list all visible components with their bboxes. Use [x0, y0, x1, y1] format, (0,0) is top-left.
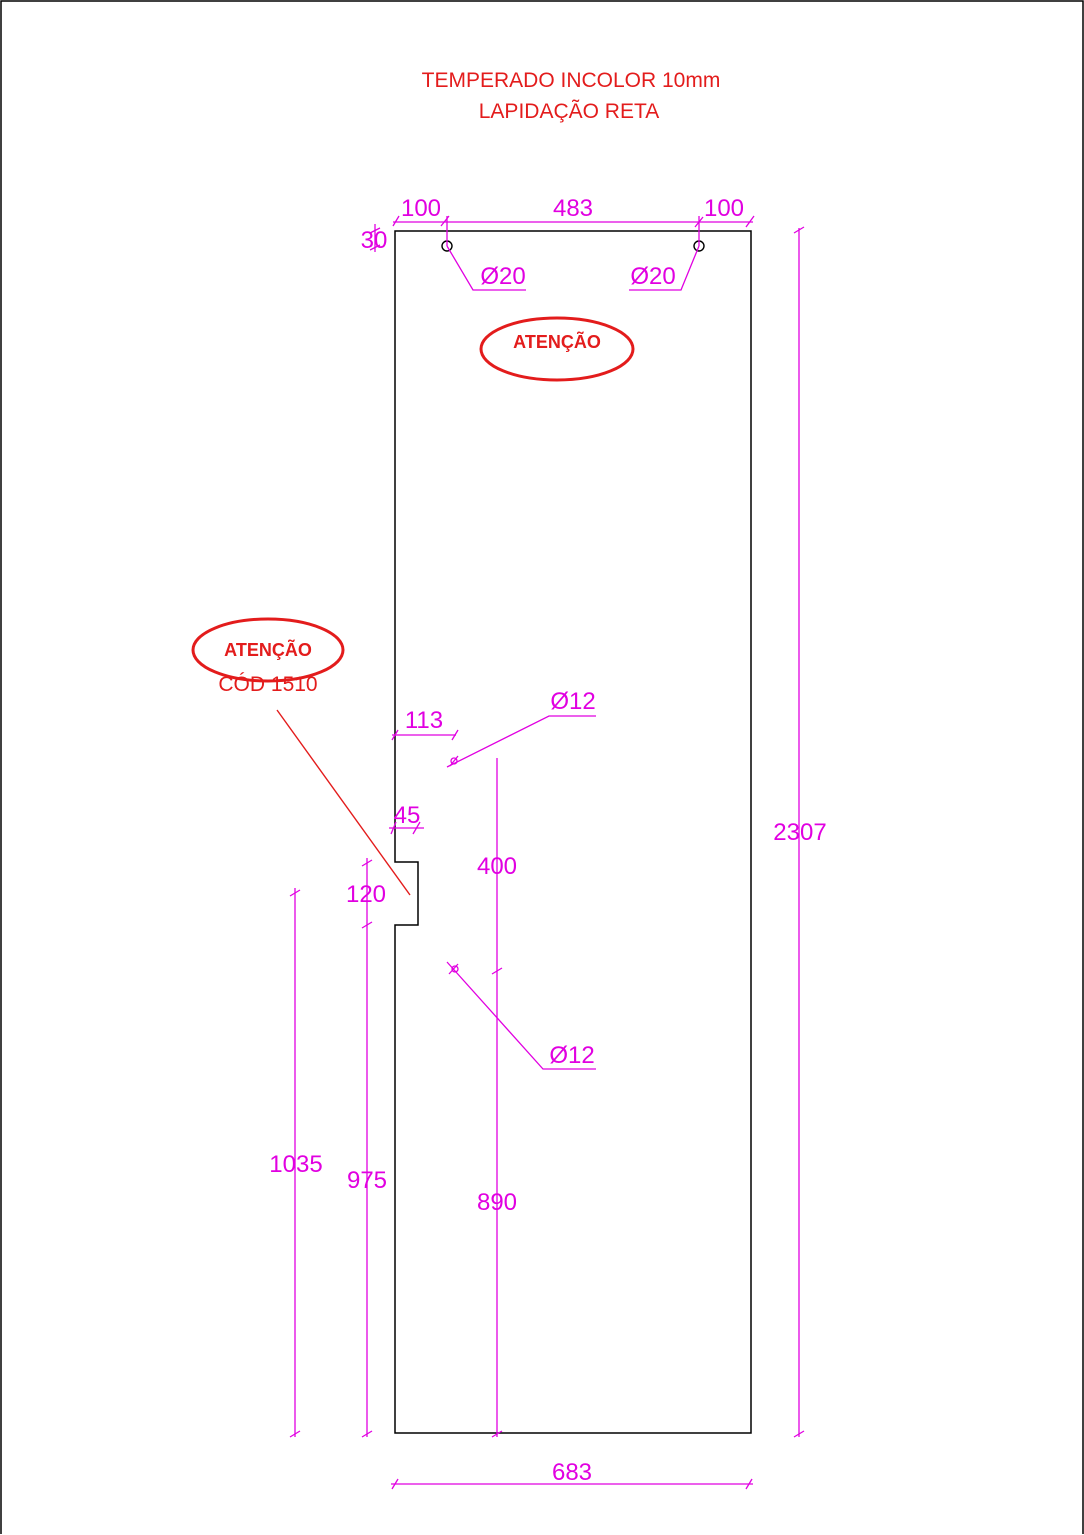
dim-notch-depth: 45 — [394, 802, 421, 829]
dim-hole-top-left-diameter: Ø20 — [480, 263, 525, 290]
dim-notch-height: 120 — [346, 881, 386, 908]
dim-total-width: 683 — [552, 1459, 592, 1486]
dim-top-left-offset: 100 — [401, 195, 441, 222]
glass-panel-outline — [394, 230, 752, 1434]
dim-hole-spacing: 400 — [477, 853, 517, 880]
code-leader — [276, 709, 411, 896]
attention-top-ellipse — [479, 316, 635, 382]
dim-hole-top-right-diameter: Ø20 — [630, 263, 675, 290]
dimension-layer: 100 483 100 30 Ø20 Ø20 Ø12 113 45 120 — [269, 195, 827, 1490]
dim-hole-height: 890 — [477, 1189, 517, 1216]
attention-top-label: ATENÇÃO — [513, 331, 601, 352]
code-label: CÓD 1510 — [218, 673, 317, 696]
attention-left-ellipse — [191, 617, 345, 683]
hole-mid-lower — [451, 965, 459, 973]
attention-left-label: ATENÇÃO — [224, 639, 312, 660]
dim-total-height: 2307 — [773, 819, 826, 846]
dim-left-outer-height: 1035 — [269, 1151, 322, 1178]
dim-top-center: 483 — [553, 195, 593, 222]
dim-hole-mid-offset-x: 113 — [405, 707, 443, 734]
dim-left-inner-height: 975 — [347, 1167, 387, 1194]
dim-hole-mid-lower-diameter: Ø12 — [549, 1042, 594, 1069]
dim-top-right-offset: 100 — [704, 195, 744, 222]
dim-hole-mid-upper-diameter: Ø12 — [550, 688, 595, 715]
title-line-2: LAPIDAÇÃO RETA — [479, 99, 660, 123]
title-line-1: TEMPERADO INCOLOR 10mm — [422, 69, 721, 92]
dim-hole-top-offset: 30 — [361, 227, 388, 254]
